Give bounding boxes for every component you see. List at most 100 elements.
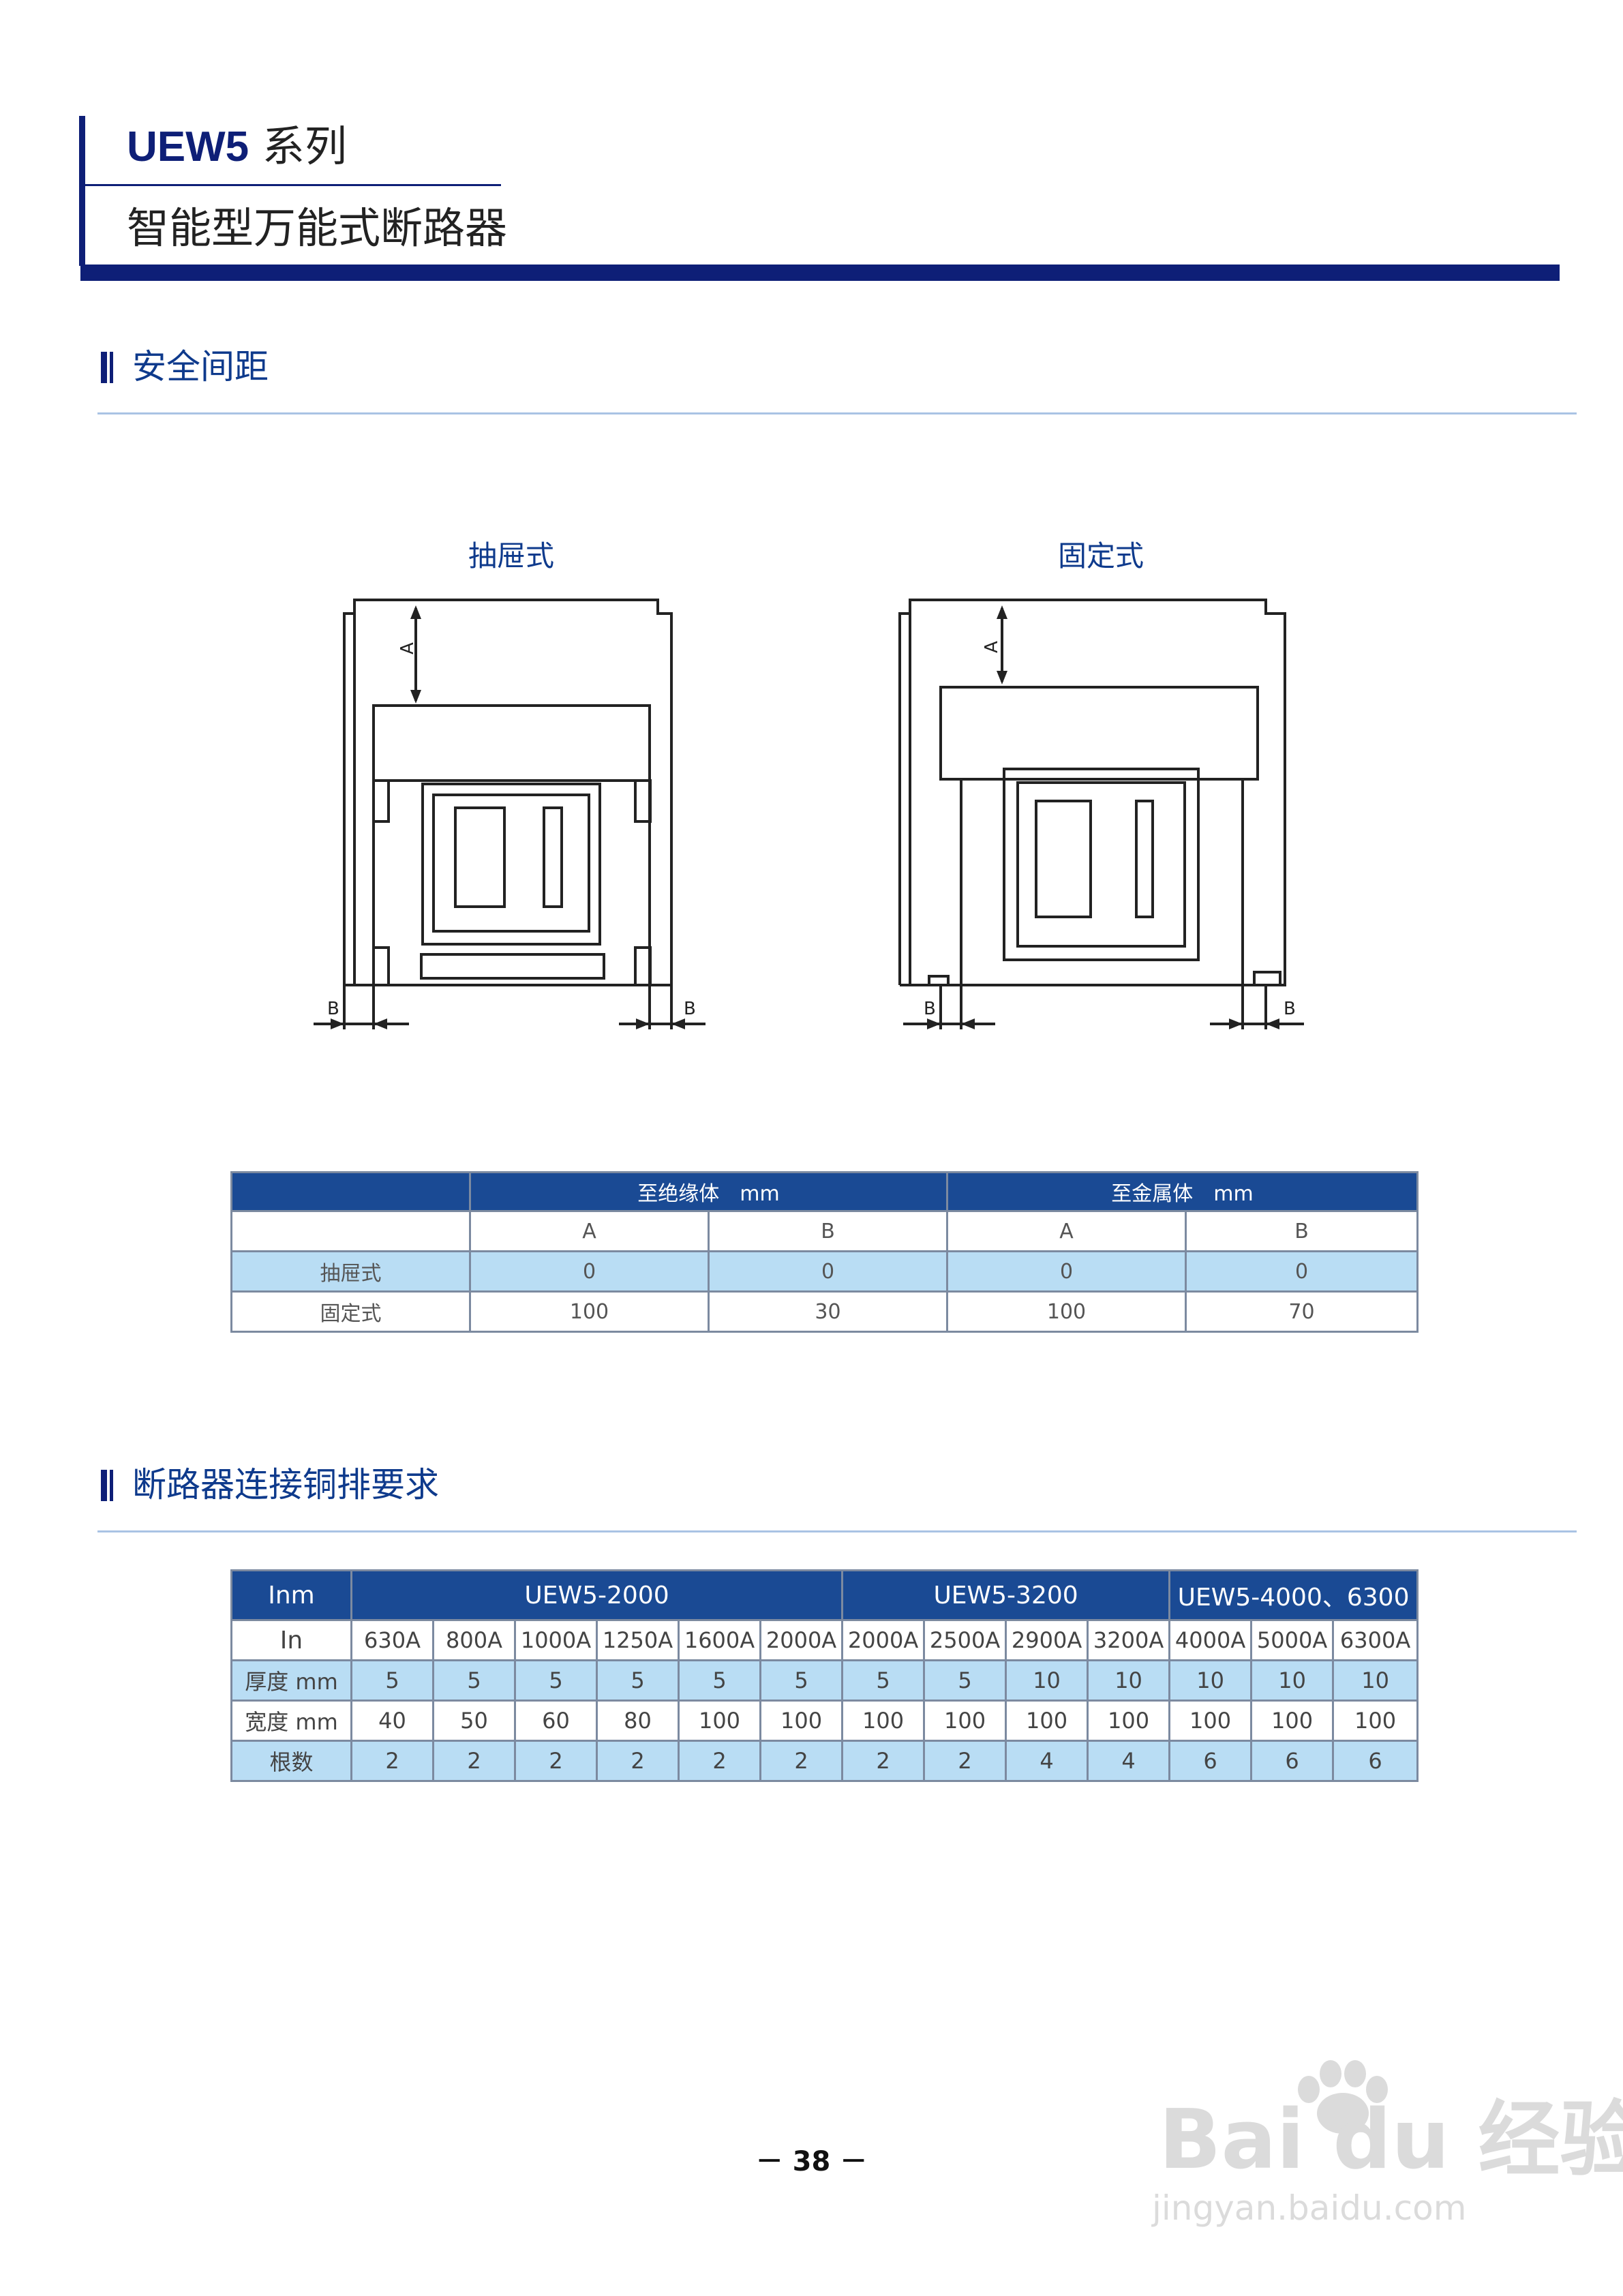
clearance-sub-b: B	[707, 1210, 949, 1252]
in-value-cell: 2500A	[923, 1619, 1007, 1661]
width-cell: 100	[1005, 1700, 1089, 1742]
diagram-title-fixed: 固定式	[1057, 539, 1144, 573]
table-row: 固定式 100 30 100 70	[230, 1290, 1419, 1333]
thickness-cell: 5	[678, 1659, 761, 1702]
watermark-url: jingyan.baidu.com	[1152, 2188, 1467, 2228]
group-uew5-2000: UEW5-2000	[350, 1569, 844, 1621]
table-cell: 30	[707, 1290, 949, 1333]
row-label: 根数	[230, 1740, 352, 1782]
thickness-cell: 10	[1005, 1659, 1089, 1702]
row-label: 宽度 mm	[230, 1700, 352, 1742]
drawout-dimension-b-left	[314, 985, 409, 1029]
count-cell: 6	[1250, 1740, 1335, 1782]
in-value-cell: 630A	[350, 1619, 434, 1661]
clearance-header-row: 至绝缘体 mm 至金属体 mm	[230, 1171, 1419, 1212]
in-value-cell: 1000A	[514, 1619, 598, 1661]
drawout-diagram: A B B	[314, 599, 706, 1029]
width-cell: 100	[1087, 1700, 1171, 1742]
table-cell: 0	[707, 1250, 949, 1293]
count-cell: 2	[432, 1740, 516, 1782]
count-cell: 2	[923, 1740, 1007, 1782]
busbar-header-row: Inm UEW5-2000 UEW5-3200 UEW5-4000、6300	[230, 1569, 1419, 1621]
drawout-dimension-a	[410, 605, 421, 704]
fixed-label-b-right: B	[1284, 999, 1296, 1019]
clearance-sub-a: A	[469, 1210, 710, 1252]
table-cell: 0	[1185, 1250, 1419, 1293]
thickness-cell: 5	[350, 1659, 434, 1702]
drawout-label-b-right: B	[684, 999, 696, 1019]
section-title-safety: 安全间距	[132, 347, 269, 387]
table-cell: 100	[469, 1290, 710, 1333]
in-value-cell: 2000A	[759, 1619, 844, 1661]
row-label: In	[230, 1619, 352, 1661]
fixed-diagram: A B B	[898, 599, 1304, 1029]
count-cell: 2	[759, 1740, 844, 1782]
width-cell: 60	[514, 1700, 598, 1742]
thickness-cell: 10	[1087, 1659, 1171, 1702]
table-cell: 0	[946, 1250, 1187, 1293]
width-cell: 50	[432, 1700, 516, 1742]
section-rule	[97, 1530, 1577, 1532]
thickness-cell: 10	[1168, 1659, 1253, 1702]
width-cell: 40	[350, 1700, 434, 1742]
clearance-table: 至绝缘体 mm 至金属体 mm A B A B 抽屉式 0 0 0 0 固定式 …	[230, 1171, 1419, 1333]
inm-label: Inm	[230, 1569, 352, 1621]
thickness-cell: 5	[841, 1659, 926, 1702]
baidu-watermark: Bai du 经验 jingyan.baidu.com	[1152, 2059, 1623, 2236]
drawout-outline	[343, 599, 673, 986]
width-cell: 100	[1168, 1700, 1253, 1742]
drawout-dimension-b-right	[619, 985, 706, 1029]
busbar-table: Inm UEW5-2000 UEW5-3200 UEW5-4000、6300 I…	[230, 1569, 1419, 1782]
header-band	[80, 265, 1560, 281]
paw-icon	[1298, 2060, 1388, 2134]
row-label: 厚度 mm	[230, 1659, 352, 1702]
fixed-dimension-b-right	[1210, 985, 1304, 1029]
fixed-outline	[898, 599, 1286, 986]
count-cell: 2	[350, 1740, 434, 1782]
table-cell: 0	[469, 1250, 710, 1293]
width-cell: 100	[923, 1700, 1007, 1742]
in-value-cell: 1250A	[596, 1619, 680, 1661]
clearance-group-insulator: 至绝缘体 mm	[468, 1171, 949, 1212]
watermark-brand: Bai du 经验	[1159, 2093, 1623, 2188]
series-word: 系列	[262, 121, 347, 171]
in-value-cell: 2000A	[841, 1619, 926, 1661]
thickness-cell: 5	[514, 1659, 598, 1702]
clearance-subheader-row: A B A B	[230, 1210, 1419, 1252]
header-divider	[85, 184, 501, 186]
in-value-cell: 4000A	[1168, 1619, 1253, 1661]
count-cell: 4	[1087, 1740, 1171, 1782]
section-rule	[97, 412, 1577, 414]
group-uew5-4000-6300: UEW5-4000、6300	[1168, 1569, 1419, 1621]
header-accent-bar	[79, 116, 85, 266]
clearance-group-metal: 至金属体 mm	[946, 1171, 1419, 1212]
in-value-cell: 3200A	[1087, 1619, 1171, 1661]
clearance-subheader-blank	[230, 1210, 471, 1252]
width-cell: 100	[841, 1700, 926, 1742]
count-cell: 4	[1005, 1740, 1089, 1782]
width-cell: 100	[1332, 1700, 1419, 1742]
fixed-dimension-a	[997, 605, 1007, 684]
section-marker	[101, 352, 107, 383]
table-cell: 70	[1185, 1290, 1419, 1333]
width-cell: 80	[596, 1700, 680, 1742]
in-value-cell: 800A	[432, 1619, 516, 1661]
in-value-cell: 6300A	[1332, 1619, 1419, 1661]
row-label: 固定式	[230, 1290, 471, 1333]
fixed-label-a: A	[982, 641, 1002, 653]
section-marker	[101, 1470, 107, 1501]
row-label: 抽屉式	[230, 1250, 471, 1293]
thickness-cell: 5	[759, 1659, 844, 1702]
section-marker-thin	[110, 1470, 113, 1501]
fixed-dimension-b-left	[903, 985, 995, 1029]
thickness-cell: 5	[432, 1659, 516, 1702]
diagram-title-drawout: 抽屉式	[468, 539, 554, 573]
series-title: UEW5 系列	[127, 116, 347, 178]
thickness-cell: 10	[1332, 1659, 1419, 1702]
fixed-label-b-left: B	[924, 999, 936, 1019]
clearance-sub-b: B	[1185, 1210, 1419, 1252]
